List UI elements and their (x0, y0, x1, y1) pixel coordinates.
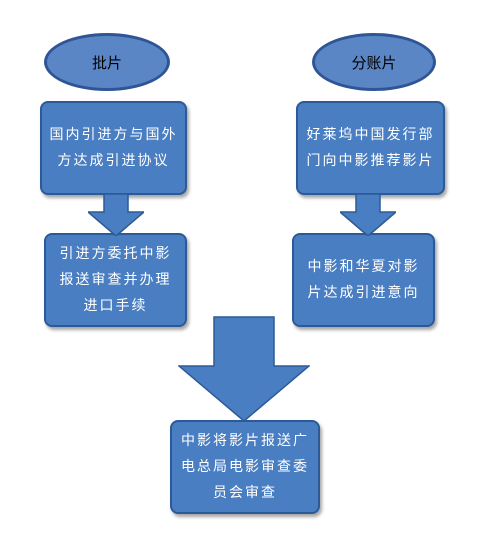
right-step1-box: 好莱坞中国发行部门向中影推荐影片 (296, 101, 445, 195)
final-step-text: 中影将影片报送广电总局电影审查委员会审查 (181, 433, 309, 501)
left-step2-box: 引进方委托中影报送审查并办理进口手续 (44, 233, 187, 327)
left-title-label: 批片 (91, 53, 122, 72)
left-down-arrow (88, 194, 144, 236)
center-down-arrow (178, 316, 310, 422)
right-down-arrow (340, 194, 396, 236)
right-title-ellipse: 分账片 (312, 33, 436, 91)
right-step2-box: 中影和华夏对影片达成引进意向 (292, 233, 435, 327)
right-step1-text: 好莱坞中国发行部门向中影推荐影片 (306, 127, 435, 169)
left-step1-text: 国内引进方与国外方达成引进协议 (49, 127, 178, 169)
right-step2-text: 中影和华夏对影片达成引进意向 (307, 259, 420, 301)
left-step1-box: 国内引进方与国外方达成引进协议 (40, 101, 187, 195)
final-step-box: 中影将影片报送广电总局电影审查委员会审查 (170, 420, 320, 514)
left-title-ellipse: 批片 (44, 33, 170, 91)
left-step2-text: 引进方委托中影报送审查并办理进口手续 (59, 246, 172, 314)
right-title-label: 分账片 (351, 53, 397, 72)
